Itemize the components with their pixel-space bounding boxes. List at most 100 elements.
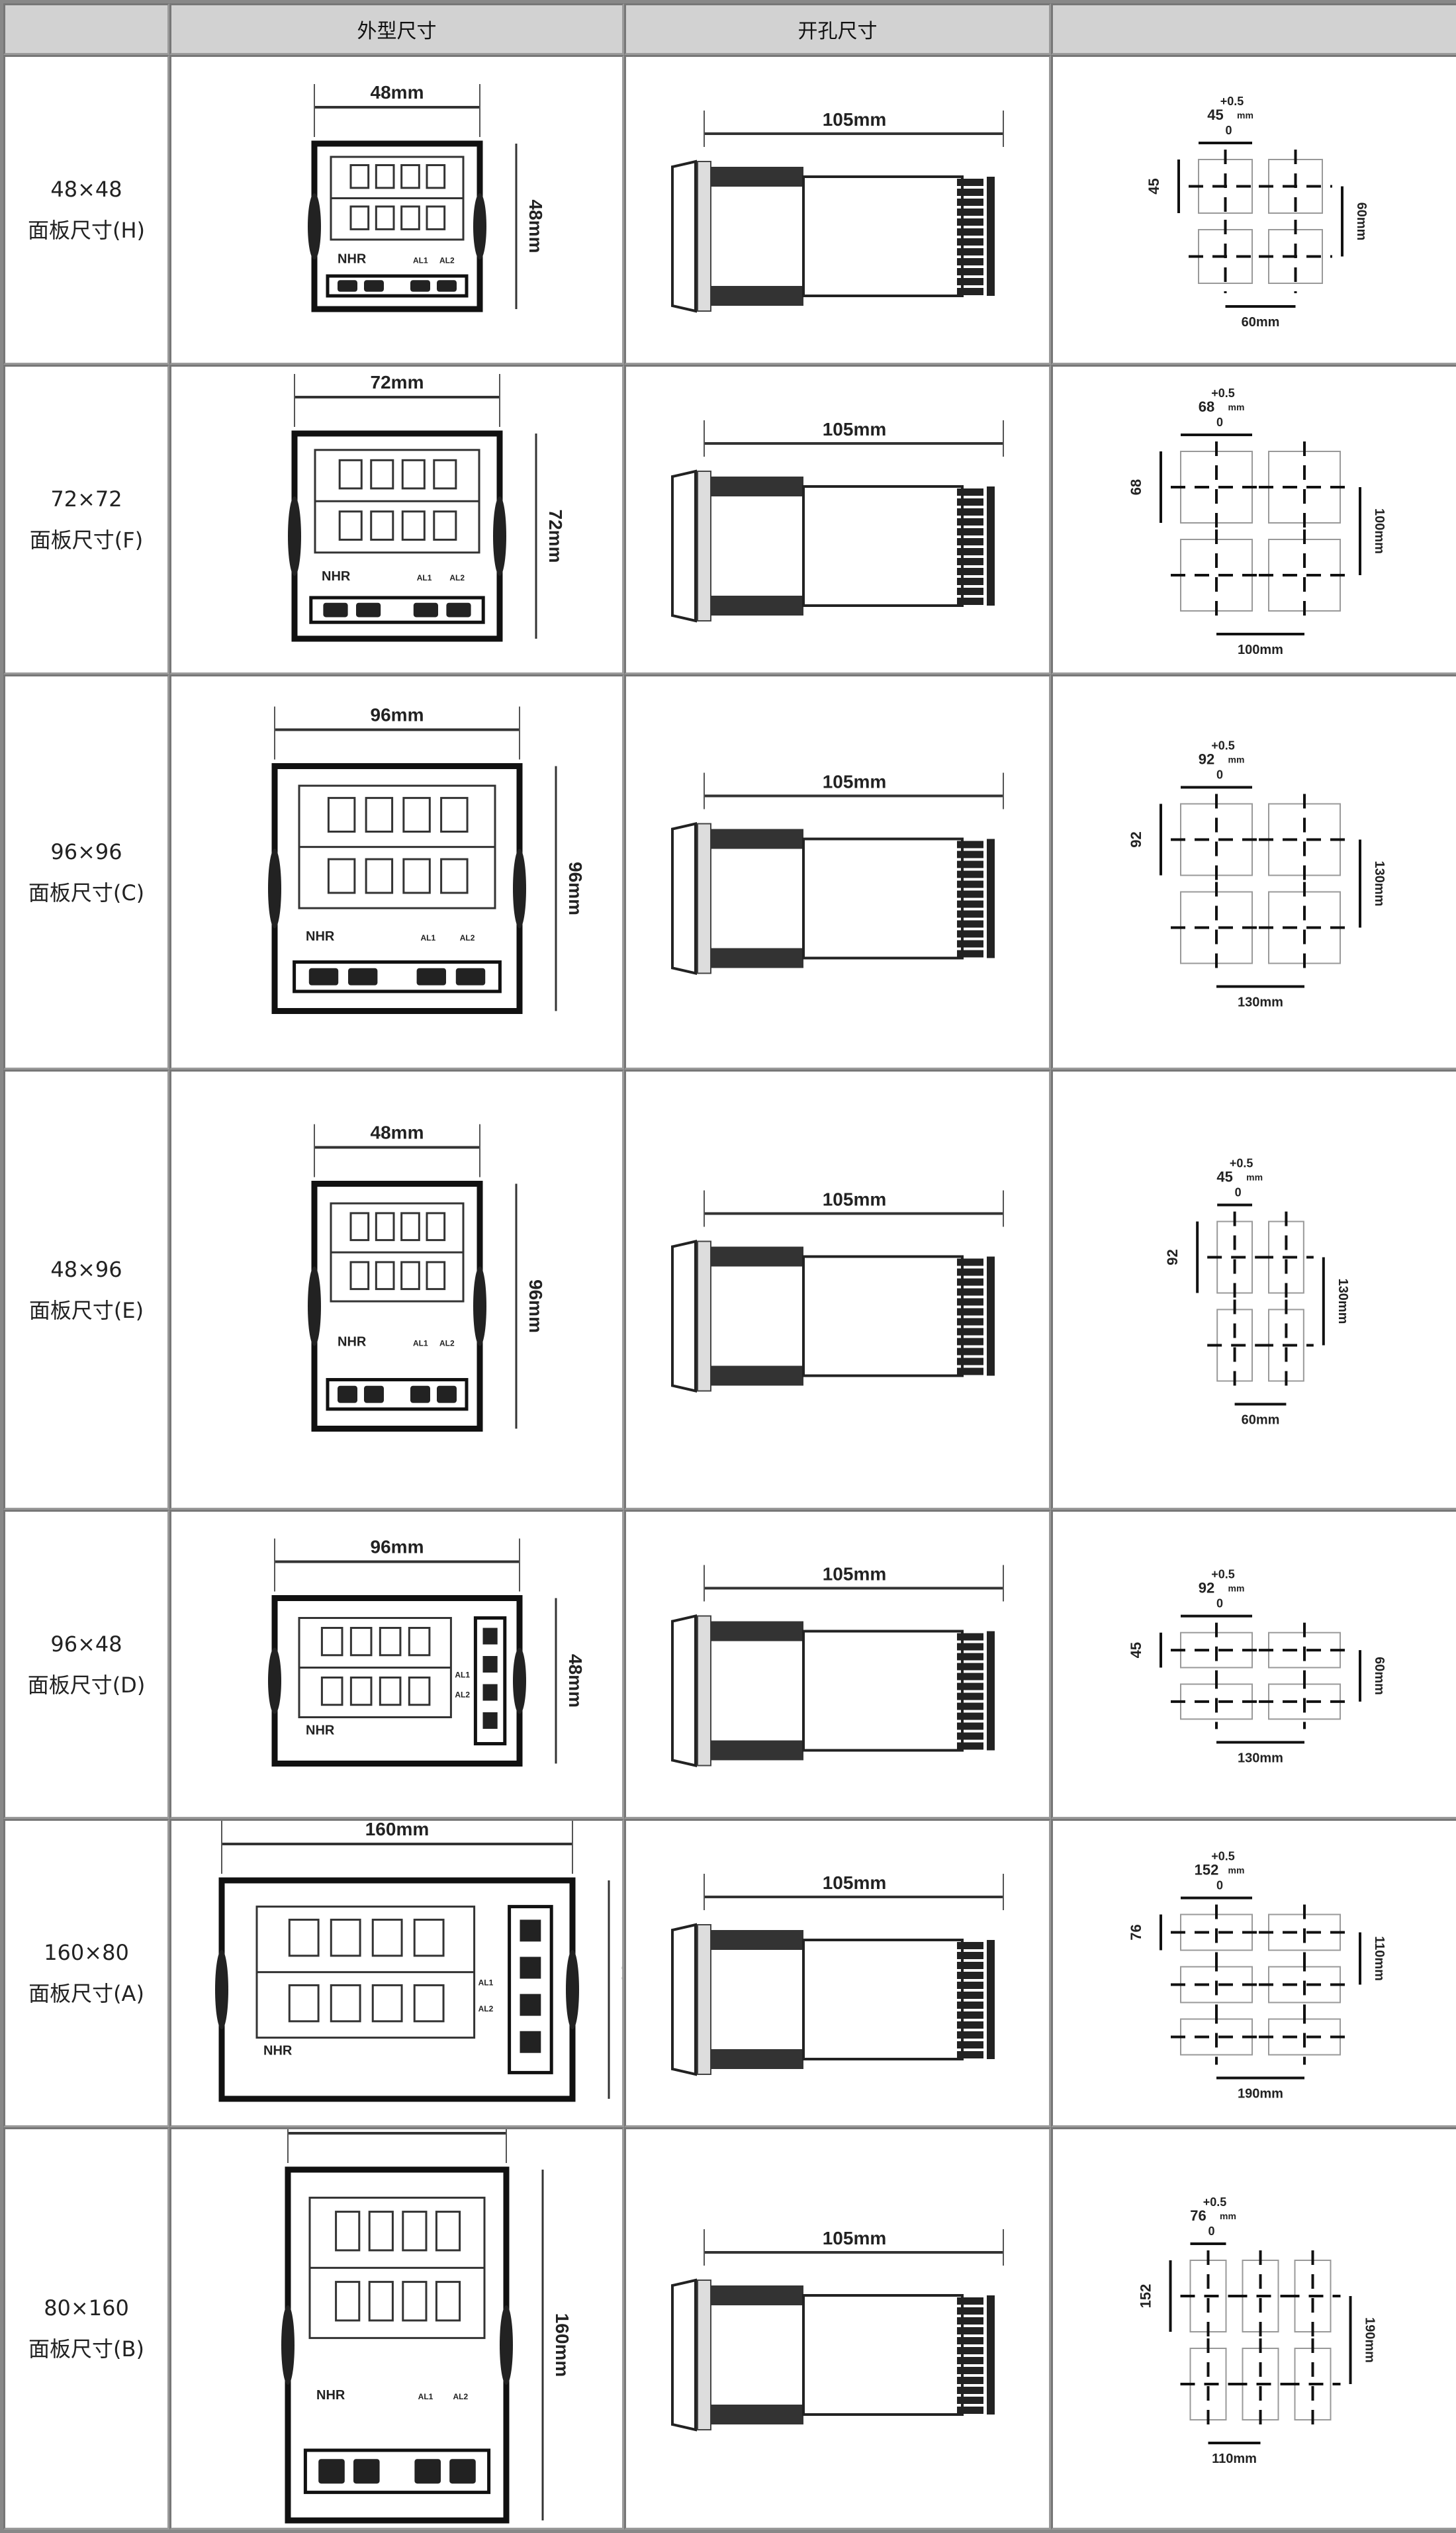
alarm2-label: AL2 (449, 573, 465, 582)
header-row: 外型尺寸 开孔尺寸 (3, 3, 1456, 55)
mounting-bracket-bottom (711, 948, 803, 968)
seven-segment-digit (349, 1627, 372, 1657)
clip-right (473, 1266, 486, 1346)
terminal (957, 851, 983, 858)
side-view-cell: 105mm (624, 1819, 1051, 2127)
seven-segment-digit (375, 1261, 395, 1291)
dimension-label: 48mm (525, 200, 546, 253)
terminal (957, 860, 983, 868)
terminal (957, 1673, 983, 1681)
terminal (957, 578, 983, 585)
terminal (957, 870, 983, 878)
terminal (957, 1682, 983, 1690)
seven-segment-digit (400, 205, 420, 230)
seven-segment-digit (401, 2281, 427, 2322)
hole-height-label: 45 (1146, 178, 1162, 194)
alarm2-label: AL2 (455, 1690, 470, 1700)
brand-logo: NHR (306, 1724, 335, 1738)
panel-size: 48×96 (50, 1256, 122, 1282)
terminal (957, 2327, 983, 2334)
terminal (957, 1288, 983, 1296)
header-cutout-size: 开孔尺寸 (624, 3, 1051, 55)
terminal (957, 2407, 983, 2414)
terminal (957, 1982, 983, 1989)
cutout-hole (1179, 803, 1253, 876)
dimension-label: 48mm (370, 1123, 424, 1143)
terminal (957, 488, 983, 496)
button-panel (308, 596, 485, 624)
terminal-block (987, 177, 995, 296)
dimension-label: 72mm (370, 372, 424, 392)
vertical-pitch-label: 60mm (1354, 203, 1369, 241)
terminal (957, 498, 983, 506)
seven-segment-digit (334, 2281, 360, 2322)
seven-segment-digit (338, 510, 363, 541)
clip-left (267, 849, 281, 929)
tolerance-unit-label: mm (1246, 1172, 1263, 1183)
button-panel (303, 2448, 490, 2495)
terminal (957, 1962, 983, 1969)
side-view-drawing: 105mm (671, 419, 1004, 623)
clip-right (565, 1950, 579, 2029)
front-bezel-side (671, 160, 697, 313)
side-view-cell: 105mm (624, 55, 1051, 365)
terminal (957, 518, 983, 526)
dimension-label: 105mm (823, 1189, 887, 1210)
terminal (957, 2397, 983, 2404)
panel-type: 面板尺寸(D) (27, 1672, 146, 1698)
terminal (957, 1268, 983, 1276)
horizontal-pitch-label: 100mm (1238, 643, 1283, 657)
button-panel (507, 1905, 553, 2074)
terminal-block (987, 1940, 995, 2059)
seven-segment-digit (432, 510, 457, 541)
alarm2-label: AL2 (459, 933, 475, 943)
seven-segment-digit (426, 1261, 445, 1291)
terminal (957, 558, 983, 565)
seven-segment-digit (400, 1261, 420, 1291)
mounting-bracket-bottom (711, 1740, 803, 1761)
terminal (957, 548, 983, 555)
seven-segment-digit (379, 1627, 401, 1657)
seven-segment-digit (320, 1677, 343, 1706)
mounting-bracket-top (711, 829, 803, 849)
terminal (957, 1278, 983, 1286)
terminal (957, 1367, 983, 1375)
terminal-block (987, 486, 995, 606)
vertical-pitch-label: 130mm (1335, 1279, 1349, 1324)
front-bezel-side (671, 1239, 697, 1393)
vertical-pitch-label: 100mm (1372, 508, 1387, 554)
terminal (957, 2367, 983, 2374)
front-bezel-side (671, 821, 697, 976)
tolerance-zero-label: 0 (1208, 2225, 1214, 2238)
terminal (957, 2337, 983, 2344)
seven-segment-digit (379, 1677, 401, 1706)
cutout-hole (1179, 451, 1253, 524)
key-button (410, 280, 430, 292)
tolerance-unit-label: mm (1228, 1865, 1244, 1876)
terminal (957, 1692, 983, 1700)
mounting-bracket-top (711, 1246, 803, 1267)
terminal (957, 278, 983, 285)
tolerance-zero-label: 0 (1216, 1879, 1222, 1892)
seven-segment-digit (320, 1627, 343, 1657)
tolerance-plus-label: +0.5 (1229, 1157, 1253, 1170)
terminal (957, 2317, 983, 2325)
seven-segment-digit (349, 1677, 372, 1706)
cutout-hole (1267, 539, 1341, 612)
vertical-pitch-label: 60mm (1372, 1657, 1387, 1695)
hole-width-label: 152 (1194, 1862, 1218, 1878)
housing (802, 485, 964, 607)
key-button (436, 1385, 457, 1403)
mounting-bracket-top (711, 1930, 803, 1950)
hole-height-label: 92 (1128, 831, 1144, 847)
panel-type: 面板尺寸(E) (28, 1297, 144, 1323)
terminal-block (987, 839, 995, 958)
